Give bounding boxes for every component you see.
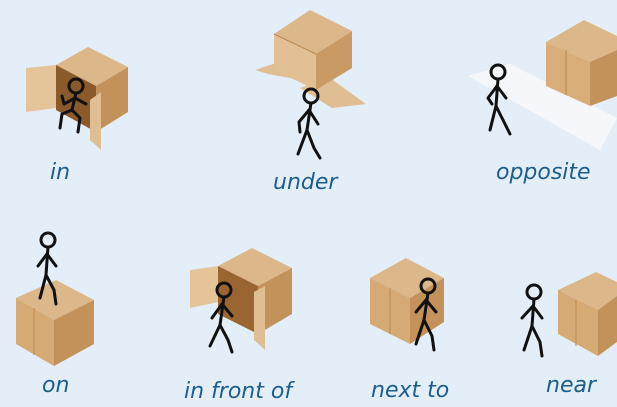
label-next-to: next to [371,380,449,402]
label-on: on [42,375,69,397]
under-box-icon [255,10,366,108]
in-front-of-box-icon [190,248,292,350]
label-near: near [546,375,596,397]
under-figure-icon [298,89,320,158]
near-box-icon [558,272,617,356]
next-to-box-icon [370,258,444,344]
near-figure-icon [522,285,542,356]
label-opposite: opposite [496,162,591,184]
label-in: in [50,162,70,184]
label-in-front-of: in front of [184,381,292,403]
label-under: under [273,172,337,194]
